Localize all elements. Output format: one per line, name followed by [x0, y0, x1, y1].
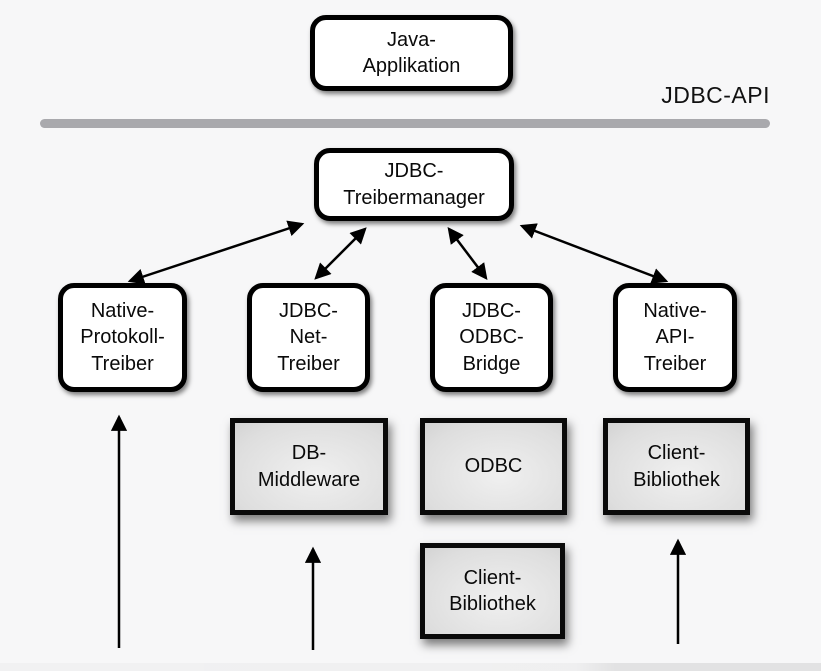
node-odbc: ODBC [420, 418, 567, 515]
node-client-bibliothek-native: Client- Bibliothek [603, 418, 750, 515]
node-label-line: Client- [647, 442, 706, 465]
node-label-line: JDBC- [384, 160, 444, 183]
node-jdbc-net-treiber: JDBC- Net- Treiber [247, 283, 370, 392]
node-label-line: Treiber [643, 352, 707, 375]
node-label-line: ODBC- [459, 326, 524, 349]
arrow-treibermanager-native-protokoll [127, 220, 305, 285]
node-label-line: ODBC [464, 455, 523, 478]
node-label-line: Client- [463, 566, 522, 589]
node-jdbc-treibermanager: JDBC- Treibermanager [314, 148, 514, 221]
node-label-line: Middleware [257, 468, 361, 491]
arrow-treibermanager-native-api [519, 223, 669, 284]
arrow-treibermanager-jdbc-odbc [447, 227, 488, 280]
node-label-line: JDBC- [279, 299, 338, 322]
node-label-line: Treiber [91, 352, 154, 375]
node-label-line: Native- [643, 299, 707, 322]
node-jdbc-odbc-bridge: JDBC- ODBC- Bridge [430, 283, 553, 392]
bottom-cropped-shadow [0, 663, 821, 671]
node-db-middleware: DB- Middleware [230, 418, 388, 515]
node-label-line: Protokoll- [80, 326, 165, 349]
node-label-line: Native- [90, 299, 155, 322]
node-label-line: Applikation [362, 55, 461, 77]
node-java-applikation: Java- Applikation [310, 15, 513, 91]
node-client-bibliothek-odbc: Client- Bibliothek [420, 543, 565, 639]
node-label-line: Bibliothek [449, 593, 536, 615]
node-native-protokoll-treiber: Native- Protokoll- Treiber [58, 283, 187, 392]
node-label-line: DB- [291, 442, 327, 465]
node-label-line: Treiber [277, 352, 340, 375]
node-label-line: Bridge [462, 352, 521, 375]
node-label-line: Net- [289, 326, 328, 349]
node-native-api-treiber: Native- API- Treiber [613, 283, 737, 392]
node-label-line: Bibliothek [633, 468, 720, 491]
node-label-line: API- [655, 326, 695, 349]
jdbc-api-divider-line [40, 119, 770, 128]
node-label-line: Treibermanager [343, 186, 485, 209]
node-label-line: JDBC- [462, 299, 521, 322]
node-label-line: Java- [387, 28, 436, 51]
arrow-treibermanager-jdbc-net [314, 227, 367, 280]
jdbc-api-label: JDBC-API [661, 82, 770, 108]
